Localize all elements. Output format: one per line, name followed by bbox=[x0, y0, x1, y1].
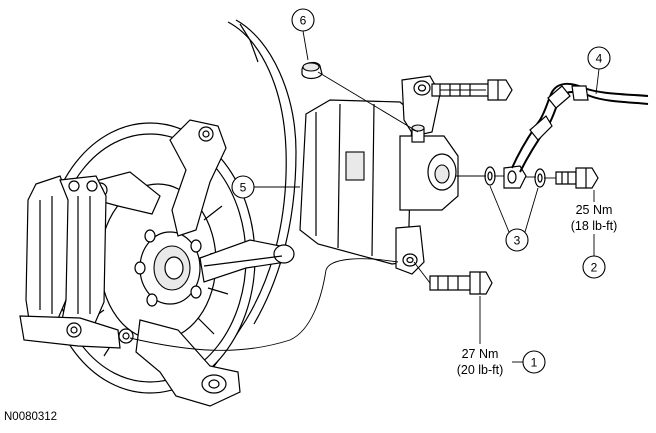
lower-caliper-bolt bbox=[429, 271, 493, 295]
banjo-bolt bbox=[555, 167, 599, 189]
svg-text:1: 1 bbox=[531, 356, 538, 370]
svg-text:3: 3 bbox=[514, 234, 521, 248]
brake-hose bbox=[511, 82, 649, 173]
svg-text:25 Nm: 25 Nm bbox=[576, 203, 613, 217]
svg-text:(20 lb-ft): (20 lb-ft) bbox=[457, 363, 504, 377]
callout-3: 3 bbox=[489, 185, 539, 252]
svg-text:5: 5 bbox=[240, 181, 247, 195]
figure-id: N0080312 bbox=[4, 411, 57, 423]
brake-hose-banjo-fitting bbox=[503, 165, 527, 189]
svg-text:27 Nm: 27 Nm bbox=[462, 347, 499, 361]
svg-text:6: 6 bbox=[300, 14, 307, 28]
bleeder-cap bbox=[301, 61, 323, 80]
callout-4: 4 bbox=[587, 46, 611, 95]
upper-caliper-bolt bbox=[431, 79, 513, 101]
assembly-leader-lines bbox=[129, 71, 556, 351]
callout-6: 6 bbox=[291, 8, 315, 61]
callout-5: 5 bbox=[231, 175, 300, 199]
copper-washers bbox=[484, 166, 546, 188]
brake-caliper bbox=[299, 75, 459, 275]
svg-text:4: 4 bbox=[596, 52, 603, 66]
svg-text:2: 2 bbox=[591, 261, 598, 275]
steering-knuckle-and-rotor bbox=[19, 19, 297, 407]
callout-1: 27 Nm (20 lb-ft) 1 bbox=[457, 296, 546, 377]
callout-2: 25 Nm (18 lb-ft) 2 bbox=[571, 190, 618, 279]
svg-text:(18 lb-ft): (18 lb-ft) bbox=[571, 219, 618, 233]
